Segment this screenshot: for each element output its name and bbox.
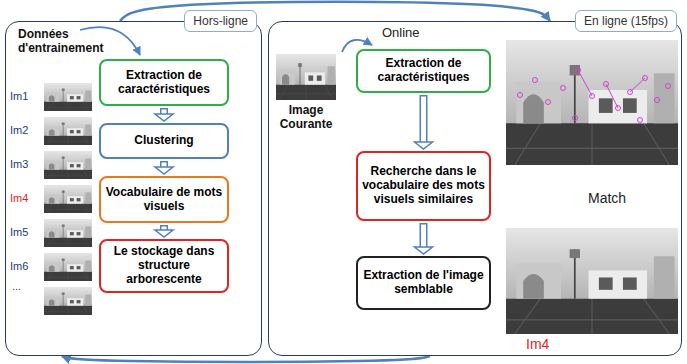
- thumbnail: [44, 253, 92, 281]
- arrow-shaft-outline: [420, 95, 428, 142]
- arrow-head: [415, 142, 433, 149]
- feature-point: [655, 98, 660, 103]
- phase-arrow-path: [62, 356, 430, 362]
- label-slot: Online: [382, 26, 420, 41]
- panel-tab: Hors-ligne: [184, 10, 257, 32]
- arrow-shaft-outline: [420, 223, 428, 247]
- arrow-head: [155, 167, 173, 174]
- thumbnail: [44, 117, 92, 145]
- current-image: [276, 54, 336, 100]
- process-box: Vocabulaire de mots visuels: [99, 176, 229, 223]
- label-slot: Im2: [10, 124, 28, 137]
- process-box: Extraction de l'image semblable: [356, 256, 491, 310]
- image-id: Im4: [526, 336, 549, 352]
- feature-point: [666, 84, 671, 89]
- image-id: Im5: [10, 226, 28, 239]
- flow-arrow: [155, 108, 173, 121]
- thumbnail: [44, 151, 92, 179]
- arrow-head: [415, 247, 433, 254]
- matched-features-image: [506, 40, 678, 165]
- label-slot: Im4: [526, 336, 549, 352]
- label-slot: Im1: [10, 90, 28, 103]
- label-slot: Im4: [10, 192, 28, 205]
- feature-point: [573, 116, 578, 121]
- ellipsis: ...: [12, 280, 21, 293]
- phase-arrow: [62, 356, 430, 362]
- label-slot: Im5: [10, 226, 28, 239]
- process-box: Recherche dans le vocabulaire des mots v…: [356, 151, 491, 221]
- label-slot: Im3: [10, 158, 28, 171]
- thumbnail: [44, 83, 92, 111]
- similar-image: [506, 228, 678, 334]
- process-box: Le stockage dans structure arborescente: [99, 239, 229, 293]
- flow-arrow: [155, 161, 173, 174]
- label-slot: Image Courante: [270, 104, 342, 132]
- thumbnail: [44, 219, 92, 247]
- box-label: Le stockage dans structure arborescente: [105, 245, 223, 286]
- stage-panel: Hors-ligneExtraction de caractéristiques…: [5, 21, 262, 356]
- image-caption: Image Courante: [270, 104, 342, 132]
- image-id: Im2: [10, 124, 28, 137]
- arrow-head: [155, 114, 173, 121]
- feature-point: [533, 78, 538, 83]
- process-box: Clustering: [99, 123, 229, 159]
- phase-label: Online: [382, 26, 420, 41]
- box-label: Clustering: [134, 134, 193, 148]
- image-id: Im3: [10, 158, 28, 171]
- box-label: Vocabulaire de mots visuels: [105, 186, 223, 214]
- box-label: Extraction de l'image semblable: [362, 269, 485, 297]
- panel-title: Hors-ligne: [193, 14, 248, 28]
- panel-tab: En ligne (15fps): [575, 10, 677, 32]
- match-label: Match: [588, 190, 626, 206]
- thumbnail: [44, 185, 92, 213]
- label-slot: ...: [12, 280, 21, 293]
- box-label: Extraction de caractéristiques: [362, 57, 485, 85]
- process-box: Extraction de caractéristiques: [356, 49, 491, 93]
- stage-panel: En ligne (15fps)Extraction de caractéris…: [268, 21, 682, 356]
- panel-title: En ligne (15fps): [584, 14, 668, 28]
- feature-point: [546, 100, 551, 105]
- feature-point: [518, 93, 523, 98]
- connectors: [62, 2, 550, 362]
- process-box: Extraction de caractéristiques: [99, 59, 229, 106]
- flow-arrow: [415, 223, 433, 254]
- image-id: Im6: [10, 260, 28, 273]
- flow-arrow: [155, 225, 173, 237]
- arrow-shaft-fill: [421, 225, 426, 249]
- arrow-shaft-outline: [160, 161, 168, 167]
- arrow-shaft-fill: [421, 97, 426, 144]
- thumbnail: [44, 287, 92, 315]
- box-label: Recherche dans le vocabulaire des mots v…: [362, 165, 485, 206]
- data-heading: Données d'entrainement: [18, 28, 128, 56]
- label-slot: Match: [588, 190, 626, 206]
- arrow-head: [155, 230, 173, 237]
- training-thumbnails: [44, 83, 92, 315]
- feature-link: [578, 70, 645, 108]
- image-id: Im4: [10, 192, 28, 205]
- label-slot: Données d'entrainement: [18, 28, 128, 56]
- image-id: Im1: [10, 90, 28, 103]
- arrow-shaft-outline: [160, 108, 168, 114]
- label-slot: Im6: [10, 260, 28, 273]
- box-label: Extraction de caractéristiques: [105, 69, 223, 97]
- feature-points: [518, 68, 671, 123]
- flow-arrow: [415, 95, 433, 149]
- feature-point: [638, 118, 643, 123]
- feature-point: [561, 86, 566, 91]
